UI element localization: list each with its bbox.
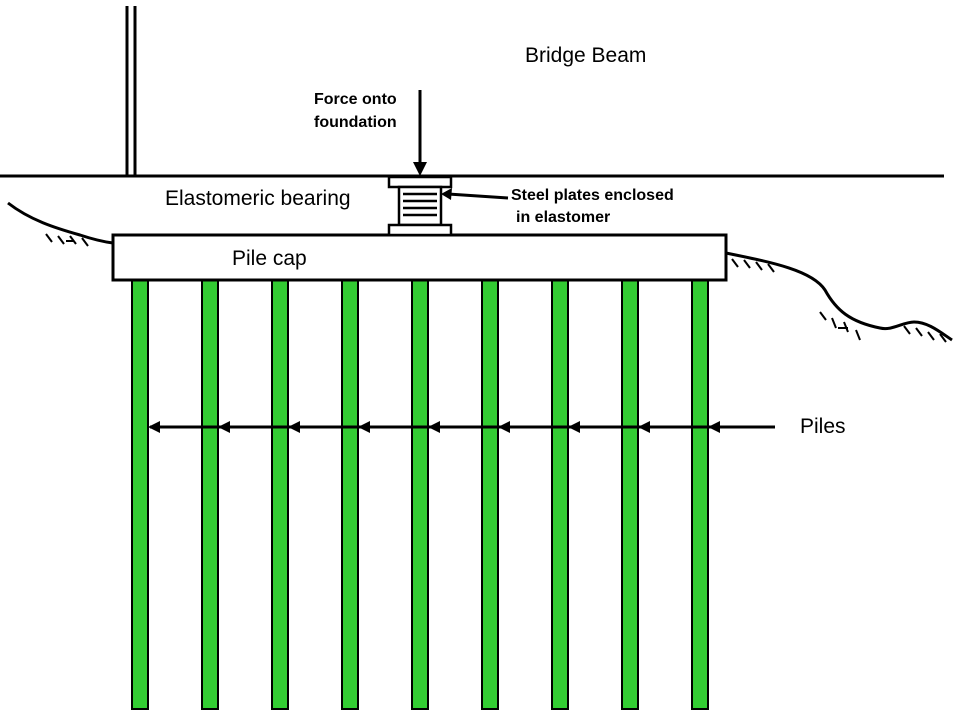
piles: [131, 278, 709, 710]
elastomeric-bearing: [387, 175, 453, 237]
arrowhead: [708, 421, 720, 433]
arrowhead: [428, 421, 440, 433]
steel-plates-arrow: [441, 188, 509, 200]
steel-plates-label-line1: Steel plates enclosed: [511, 187, 674, 204]
pile: [481, 278, 499, 710]
pile: [551, 278, 569, 710]
bridge-column: [125, 6, 137, 176]
arrowhead: [218, 421, 230, 433]
arrowhead: [358, 421, 370, 433]
pile-cap: [111, 233, 728, 282]
pile-cap-label: Pile cap: [232, 247, 307, 270]
force-arrow: [413, 90, 427, 176]
pile: [411, 278, 429, 710]
pile: [131, 278, 149, 710]
ground-right: [725, 251, 953, 343]
arrowhead: [498, 421, 510, 433]
steel-plates-label-line2: in elastomer: [516, 209, 610, 226]
force-label-line1: Force onto: [314, 91, 397, 108]
arrowhead: [568, 421, 580, 433]
force-label-line2: foundation: [314, 114, 397, 131]
bridge-beam-label: Bridge Beam: [525, 44, 646, 67]
arrowhead: [288, 421, 300, 433]
pile: [201, 278, 219, 710]
pile: [271, 278, 289, 710]
pile: [621, 278, 639, 710]
arrowhead: [638, 421, 650, 433]
piles-label: Piles: [800, 415, 846, 438]
piles-arrows: [148, 421, 775, 433]
pile: [341, 278, 359, 710]
pile: [691, 278, 709, 710]
ground-left: [7, 201, 114, 247]
elastomeric-bearing-label: Elastomeric bearing: [165, 187, 351, 210]
arrowhead: [148, 421, 160, 433]
